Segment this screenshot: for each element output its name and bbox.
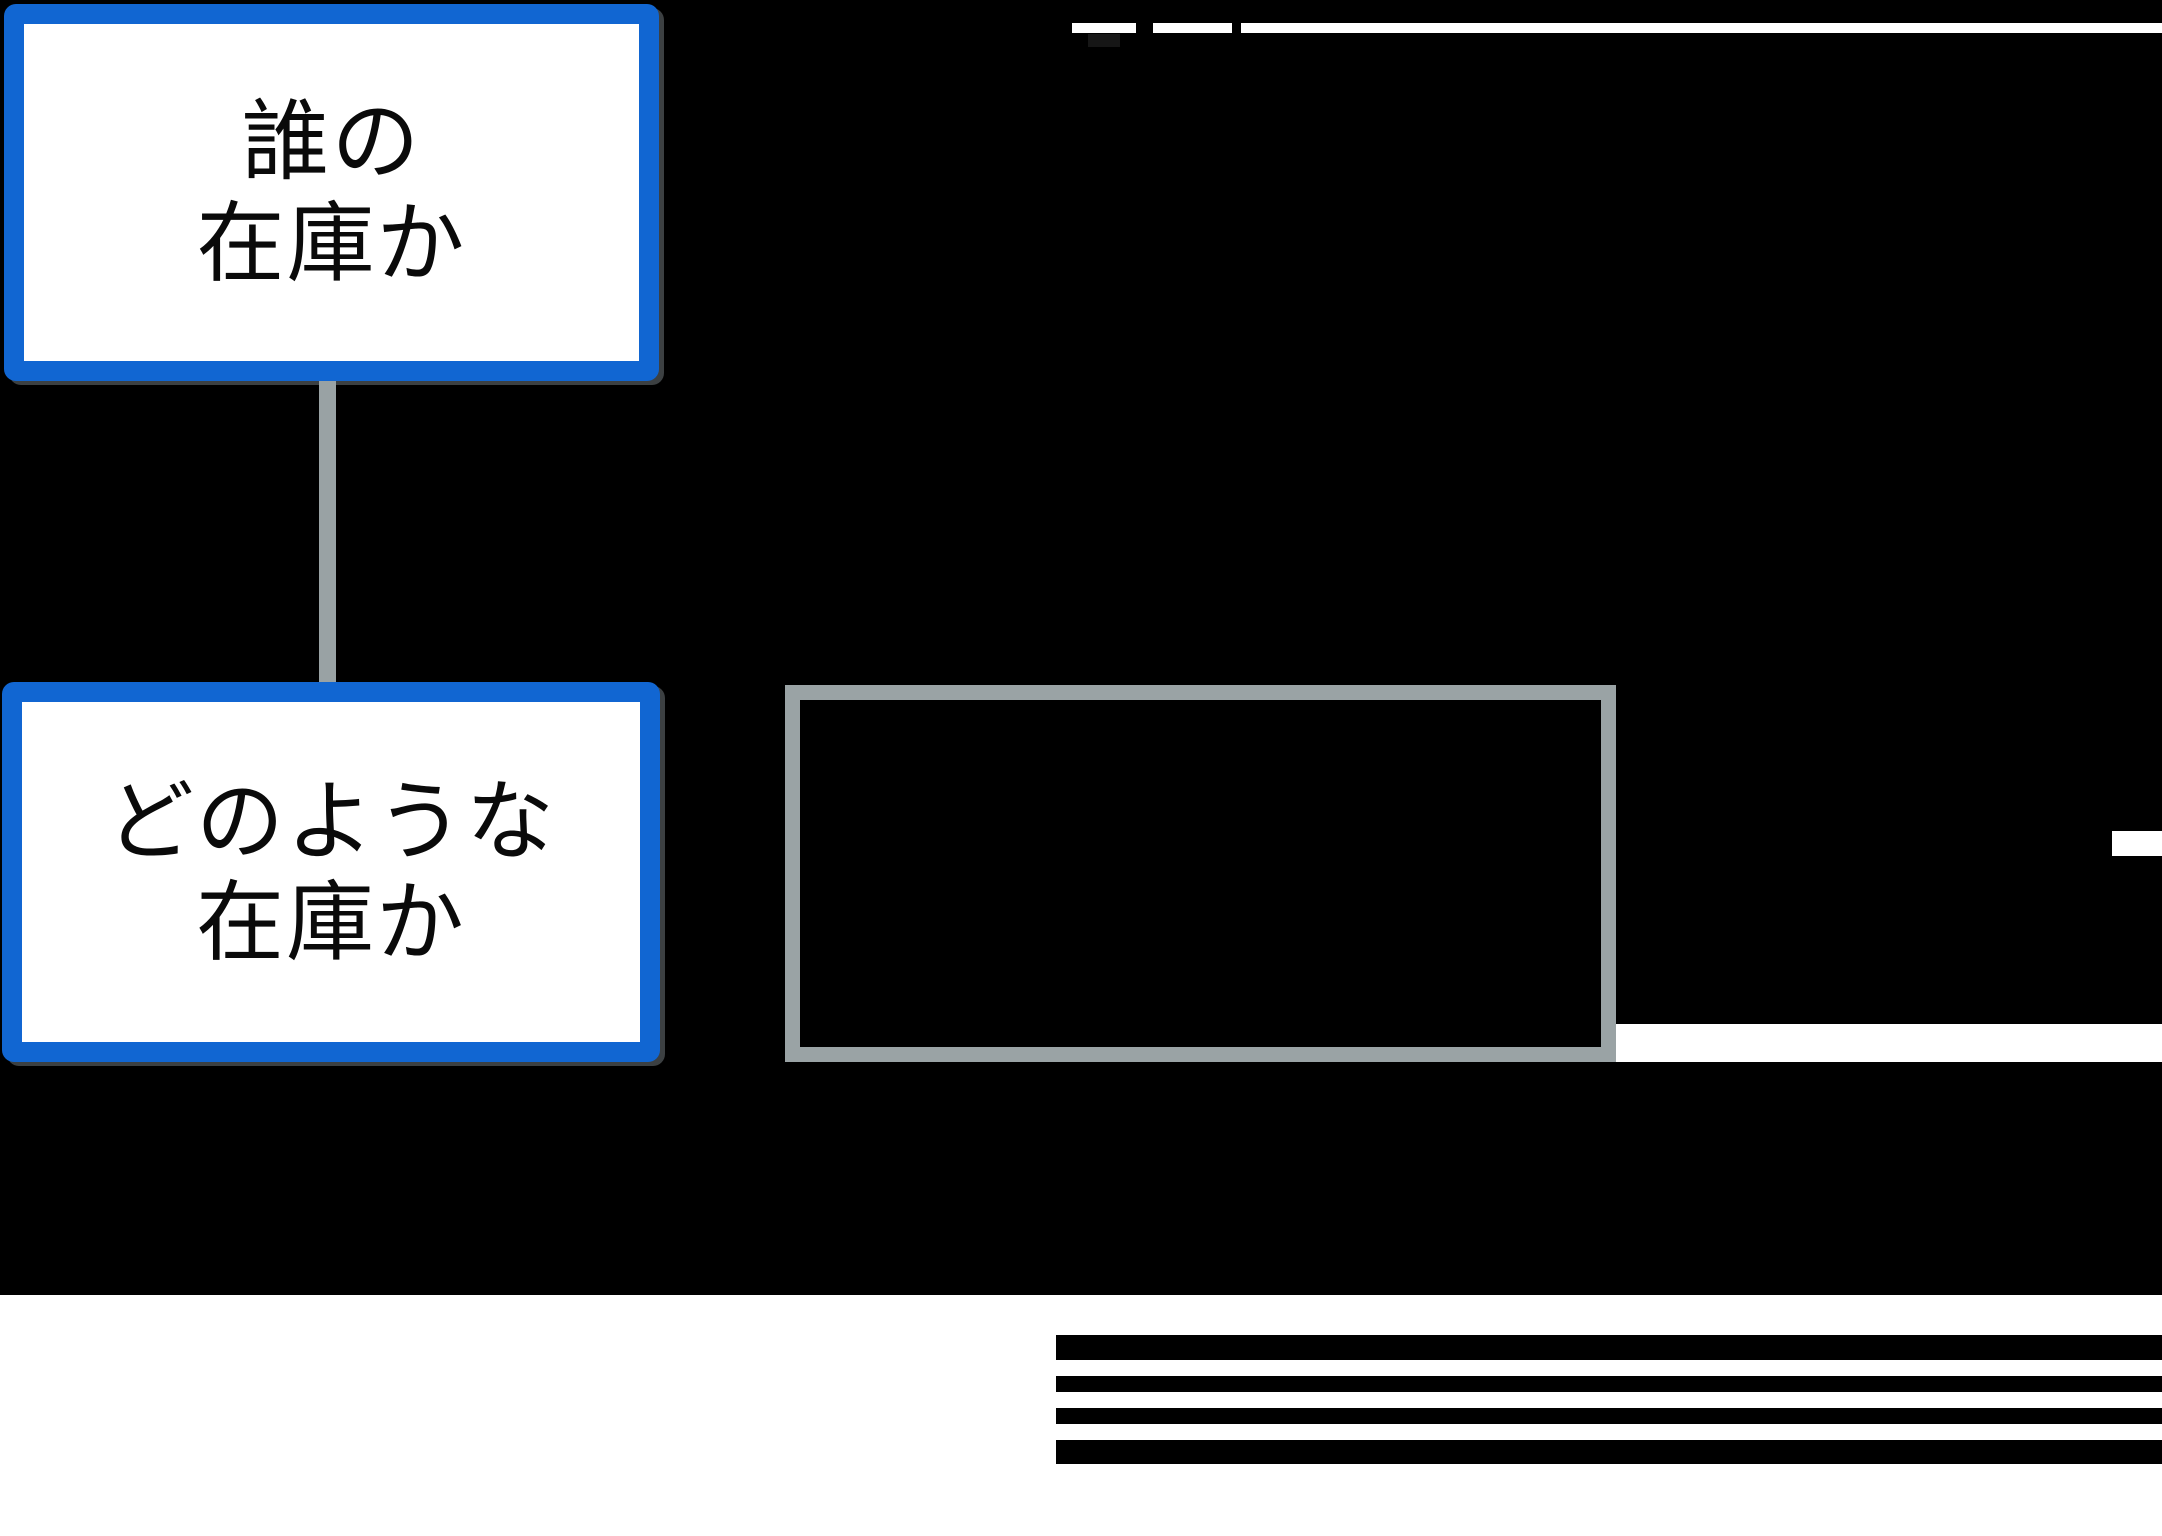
connector-line [319, 381, 336, 682]
flow-node-whose-inventory: 誰の 在庫か [4, 4, 659, 381]
dark-smudge [1088, 34, 1120, 47]
node-label-line2: 在庫か [195, 871, 466, 974]
node-label: 誰の 在庫か [196, 90, 467, 295]
right-edge-white-chip [2112, 831, 2162, 856]
right-white-band [1616, 1024, 2162, 1062]
redaction-bar-3 [1056, 1408, 2162, 1424]
flow-node-what-kind-of-inventory: どのような 在庫か [2, 682, 660, 1062]
node-label-line1: どのような [105, 769, 556, 873]
redaction-bar-4 [1056, 1440, 2162, 1464]
redaction-bar-1 [1056, 1335, 2162, 1360]
redaction-bar-2 [1056, 1376, 2162, 1392]
top-white-segment-2 [1153, 23, 1232, 33]
top-white-segment-3 [1241, 23, 2162, 33]
highlight-outline-rectangle [785, 685, 1616, 1062]
node-label-line1: 誰の [241, 90, 422, 194]
node-label-line2: 在庫か [196, 191, 467, 295]
bottom-white-area [0, 1295, 2162, 1536]
top-white-segment-1 [1072, 23, 1136, 33]
node-label: どのような 在庫か [105, 769, 556, 974]
